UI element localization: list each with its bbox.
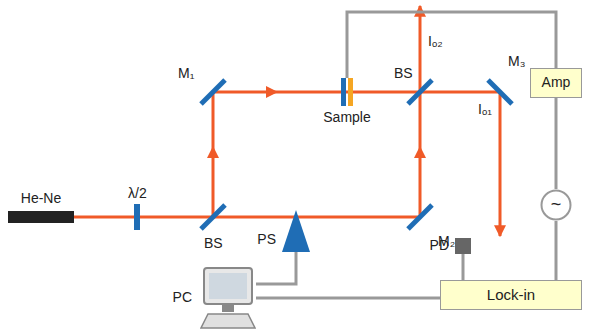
mirror <box>408 205 432 229</box>
beam-arrow <box>207 146 219 158</box>
lock-in-box: Lock-in <box>440 280 582 310</box>
component-label: λ/2 <box>128 186 147 201</box>
node-text: PS <box>257 232 276 247</box>
beam-arrows <box>207 86 426 158</box>
half-wave-plate <box>134 204 140 230</box>
monitor <box>204 268 252 304</box>
beam-arrow <box>266 86 278 98</box>
signal-label: Iₒ₁ <box>478 102 492 117</box>
node-text: Lock-in <box>487 287 535 304</box>
oscillator-symbol: ~ <box>540 189 572 221</box>
node-text: He-Ne <box>21 191 61 206</box>
phase-shifter-prism-outline <box>282 210 310 252</box>
sample-plate <box>348 78 353 106</box>
mirror <box>201 80 225 104</box>
node-text: Amp <box>542 75 571 90</box>
signal-wire <box>555 221 558 280</box>
signal-wire <box>462 254 465 280</box>
laser-source: He-Ne <box>8 211 74 223</box>
beam-output-2 <box>419 6 422 92</box>
sample-holder-outline <box>340 78 354 106</box>
beam-upper-arm <box>213 92 500 236</box>
node-text: PC <box>173 290 192 305</box>
component-label: M₁ <box>178 66 194 81</box>
keyboard <box>201 314 255 328</box>
oscillator-circle <box>542 191 571 220</box>
sample-holder: Sample <box>340 78 354 106</box>
mirror <box>488 80 512 104</box>
beam-lower-arm <box>74 92 420 217</box>
laser-beam <box>74 6 500 236</box>
component-label: BS <box>394 66 413 81</box>
photodetector: PD <box>455 238 471 254</box>
component-label: M₃ <box>508 54 525 69</box>
beam-splitter <box>408 80 432 104</box>
component-label: M₂ <box>438 234 455 249</box>
component-label: BS <box>204 236 223 251</box>
mirrors <box>201 80 512 229</box>
node-text: Sample <box>323 110 370 125</box>
signal-wire <box>347 12 556 78</box>
signal-wire <box>256 252 296 284</box>
signal-wire <box>555 98 558 189</box>
beam-arrow <box>414 146 426 158</box>
monitor-screen <box>209 273 247 299</box>
phase-shifter-prism: PS <box>282 210 310 252</box>
computer-icon: PC <box>200 266 256 330</box>
monitor-stand <box>222 304 234 312</box>
amplifier-box: Amp <box>530 68 582 98</box>
prism-shape <box>282 210 310 252</box>
computer-icon-outline <box>200 266 256 330</box>
beam-splitter <box>201 205 225 229</box>
signal-wire <box>256 297 440 300</box>
node-text: ~ <box>551 195 562 215</box>
signal-label: Iₒ₂ <box>428 34 443 49</box>
sample-plate <box>341 78 346 106</box>
